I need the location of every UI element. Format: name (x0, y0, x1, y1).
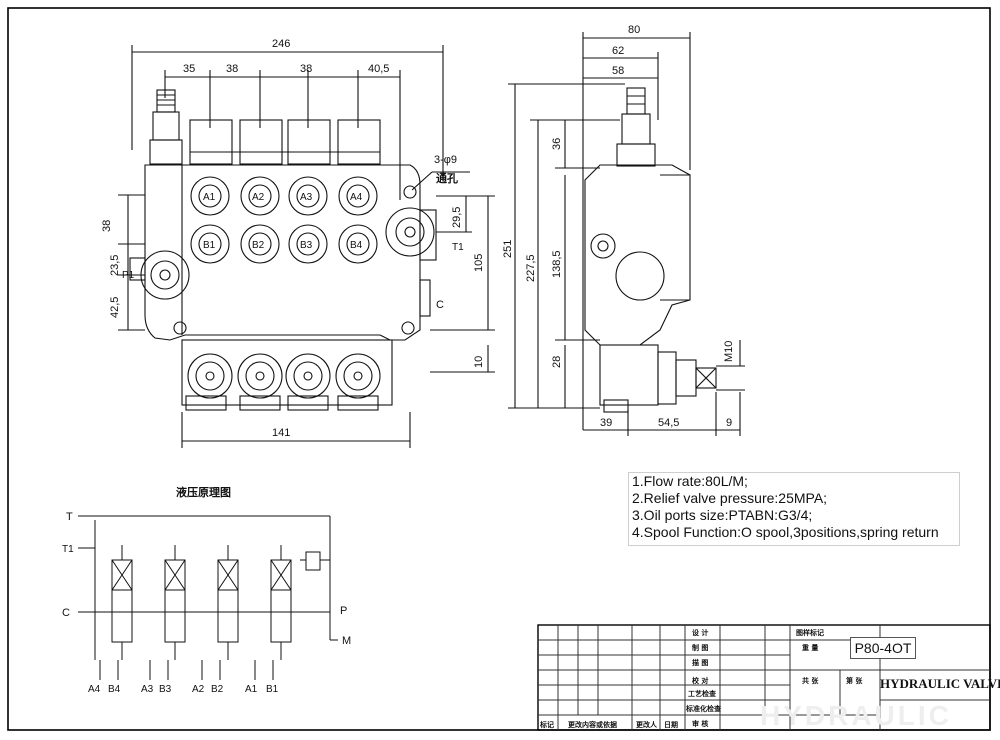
tb-mark: 图样标记 (796, 628, 824, 637)
dim-141: 141 (272, 427, 290, 439)
side-view (508, 32, 745, 436)
hole-note-2: 通孔 (436, 172, 458, 185)
hole-note: 3-φ9 (434, 154, 457, 166)
tb-sheet-no: 第 张 (846, 676, 863, 685)
dim-39: 39 (600, 417, 612, 429)
tb-total-sheets: 共 张 (802, 676, 819, 685)
dim-62: 62 (612, 45, 624, 57)
outer-frame (7, 7, 991, 731)
dim-54-5: 54,5 (658, 417, 679, 429)
model-number: P80-4OT (850, 637, 916, 659)
thread-m10: M10 (723, 341, 735, 362)
dim-251: 251 (502, 240, 514, 258)
schematic-title: 液压原理图 (176, 485, 231, 499)
spec-line-3: 3.Oil ports size:PTABN:G3/4; (632, 507, 813, 523)
dim-28: 28 (551, 356, 563, 368)
label-b2: B2 (211, 684, 224, 695)
schematic-m: M (342, 635, 351, 647)
tb-trace: 描 图 (692, 658, 708, 667)
label-a3: A3 (141, 684, 154, 695)
dim-9: 9 (726, 417, 732, 429)
schematic-t1: T1 (62, 544, 74, 555)
spec-line-4: 4.Spool Function:O spool,3positions,spri… (632, 524, 939, 540)
schematic-c: C (62, 607, 70, 619)
dim-80: 80 (628, 24, 640, 36)
label-b3: B3 (159, 684, 172, 695)
tb-footer-person: 更改人 (636, 720, 658, 729)
watermark: HYDRAULIC (760, 700, 952, 731)
front-view (118, 45, 495, 448)
port-b1: B1 (203, 240, 216, 251)
dim-35: 35 (183, 63, 195, 75)
schematic-t: T (66, 511, 73, 523)
dim-246: 246 (272, 38, 290, 50)
port-b2: B2 (252, 240, 265, 251)
dim-36: 36 (551, 138, 563, 150)
tb-weight: 重 量 (802, 643, 818, 652)
title-block (537, 624, 991, 731)
tb-design: 设 计 (692, 628, 708, 637)
port-b3: B3 (300, 240, 313, 251)
dim-29-5: 29,5 (451, 207, 463, 228)
dim-227-5: 227,5 (525, 254, 537, 282)
port-p1: P1 (122, 270, 135, 281)
port-a2: A2 (252, 192, 265, 203)
tb-check: 校 对 (692, 676, 708, 685)
dim-42-5: 42,5 (109, 297, 121, 318)
dim-105: 105 (473, 254, 485, 272)
hydraulic-schematic (78, 515, 338, 680)
spec-box: 1.Flow rate:80L/M; 2.Relief valve pressu… (628, 472, 960, 546)
dim-58: 58 (612, 65, 624, 77)
dim-38-left: 38 (101, 220, 113, 232)
dim-38-a: 38 (226, 63, 238, 75)
schematic-p: P (340, 605, 347, 617)
spec-line-2: 2.Relief valve pressure:25MPA; (632, 490, 828, 506)
dim-40-5: 40,5 (368, 63, 389, 75)
product-title: HYDRAULIC VALVE (880, 676, 1000, 691)
port-t1: T1 (452, 242, 464, 253)
spec-line-1: 1.Flow rate:80L/M; (632, 473, 748, 489)
label-a2: A2 (192, 684, 205, 695)
port-a1: A1 (203, 192, 216, 203)
tb-process: 工艺检查 (688, 689, 717, 698)
dim-138-5: 138,5 (551, 250, 563, 278)
port-c: C (436, 299, 444, 311)
tb-standard: 标准化检查 (685, 704, 722, 713)
tb-review: 审 核 (692, 719, 708, 728)
label-a1: A1 (245, 684, 258, 695)
port-a4: A4 (350, 192, 363, 203)
port-a3: A3 (300, 192, 313, 203)
dim-10: 10 (473, 356, 485, 368)
tb-footer-change: 更改内容或依据 (568, 720, 617, 729)
label-a4: A4 (88, 684, 101, 695)
label-b1: B1 (266, 684, 279, 695)
tb-drawing: 制 图 (692, 643, 708, 652)
tb-footer-date: 日期 (664, 720, 678, 729)
dim-38-b: 38 (300, 63, 312, 75)
dim-23-5: 23,5 (109, 255, 121, 276)
label-b4: B4 (108, 684, 121, 695)
tb-footer-mark: 标记 (539, 720, 554, 729)
port-b4: B4 (350, 240, 363, 251)
